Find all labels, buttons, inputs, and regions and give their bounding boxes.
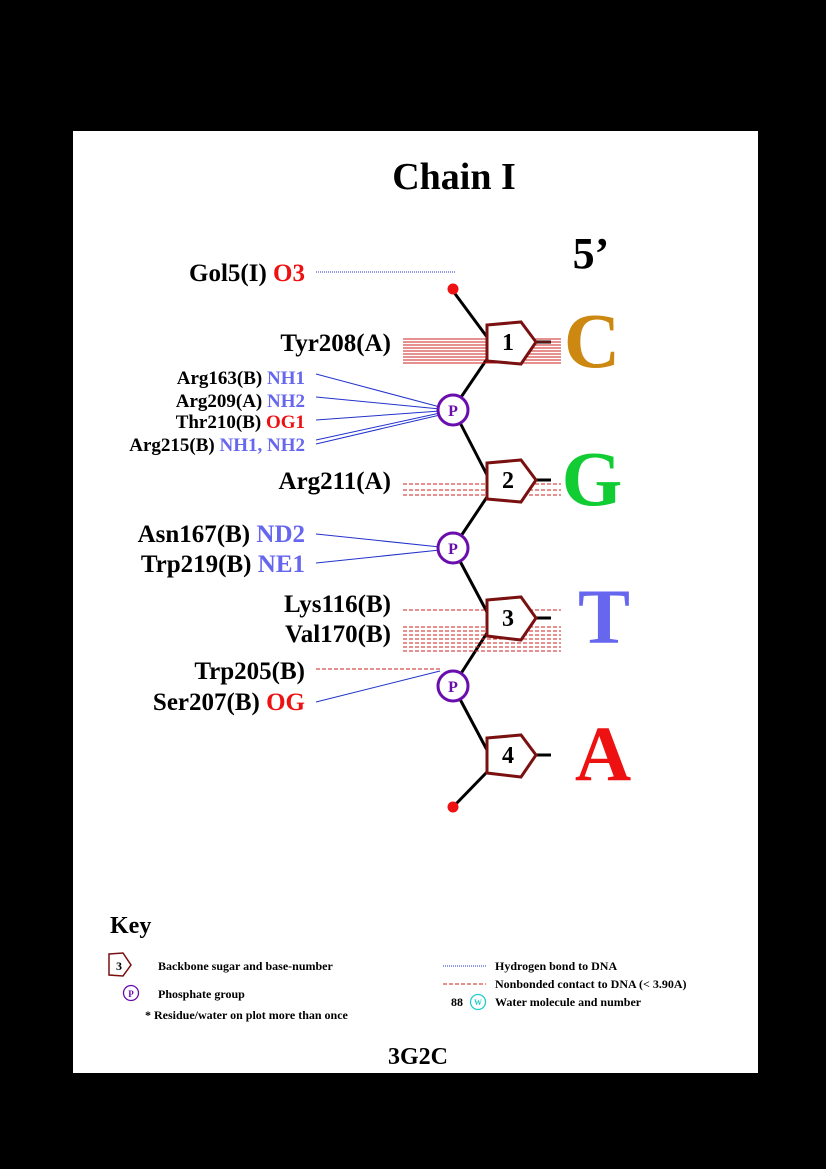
- base-letter: G: [562, 435, 623, 522]
- base-number: 2: [502, 468, 514, 494]
- phosphate-2: P: [436, 531, 470, 565]
- atom-name: ND2: [256, 521, 305, 548]
- atom-name: NH2: [267, 391, 305, 412]
- phosphate-3: P: [436, 669, 470, 703]
- atom-name: O3: [273, 260, 305, 287]
- base-letter: A: [575, 710, 631, 797]
- residue-label-val170: Val170(B): [285, 621, 391, 648]
- chain-title: Chain I: [392, 156, 516, 198]
- atom-name: OG: [266, 689, 305, 716]
- residue-label-lys116: Lys116(B): [284, 591, 391, 618]
- key-legend: Key 3 Backbone sugar and base-number P P…: [108, 913, 687, 1022]
- residue-label-ser207: Ser207(B) OG: [153, 689, 305, 716]
- key-water-symbol: W: [474, 998, 482, 1007]
- residue-label-arg215: Arg215(B) NH1, NH2: [129, 435, 305, 456]
- atom-name: NH1: [267, 368, 305, 389]
- phosphate-1: P: [436, 393, 470, 427]
- residue-label-tyr208: Tyr208(A): [280, 330, 391, 357]
- phosphate-label: P: [448, 679, 458, 696]
- key-nonbonded-label: Nonbonded contact to DNA (< 3.90A): [495, 977, 687, 991]
- diagram-panel: Chain I 5’: [73, 131, 758, 1073]
- base-number: 3: [502, 606, 514, 632]
- base-letter: T: [578, 573, 630, 660]
- atom-name: OG1: [266, 412, 305, 433]
- sugar-pentagon-icon: [485, 595, 538, 642]
- residue-label-trp219: Trp219(B) NE1: [141, 551, 305, 578]
- residue-name: Arg215(B): [129, 435, 214, 456]
- phosphate-label: P: [448, 541, 458, 558]
- nucleotide-3: 3 T: [485, 573, 630, 660]
- base-number: 1: [502, 330, 514, 356]
- dna-contact-diagram: Chain I 5’: [108, 156, 687, 1070]
- phosphate-icon: [436, 531, 470, 565]
- key-phosphate-symbol: P: [128, 989, 134, 999]
- phosphate-label: P: [448, 403, 458, 420]
- residue-name: Asn167(B): [138, 521, 251, 548]
- hbond-lines: [315, 271, 455, 703]
- sugar-pentagon-icon: [485, 320, 538, 366]
- nucleotide-1: 1 C: [485, 297, 620, 384]
- key-water-label: Water molecule and number: [495, 995, 642, 1009]
- residue-label-arg209: Arg209(A) NH2: [176, 391, 305, 412]
- nucleotide-2: 2 G: [485, 435, 623, 522]
- five-prime-label: 5’: [573, 229, 610, 278]
- residue-label-arg211: Arg211(A): [279, 468, 391, 495]
- base-letter: C: [564, 297, 620, 384]
- key-repeat-note: * Residue/water on plot more than once: [145, 1008, 349, 1022]
- residue-label-asn167: Asn167(B) ND2: [138, 521, 305, 548]
- residue-name: Arg163(B): [177, 368, 262, 389]
- atom-name: NH1, NH2: [220, 435, 306, 456]
- key-sugar-label: Backbone sugar and base-number: [158, 959, 333, 973]
- residue-labels: Gol5(I) O3 Tyr208(A) Arg163(B) NH1 Arg20…: [129, 260, 391, 716]
- key-water-number: 88: [451, 995, 463, 1009]
- residue-name: Gol5(I): [189, 260, 267, 287]
- key-hbond-label: Hydrogen bond to DNA: [495, 959, 617, 973]
- residue-name: Arg209(A): [176, 391, 263, 412]
- sugar-key-icon: [108, 952, 132, 977]
- residue-label-thr210: Thr210(B) OG1: [176, 412, 305, 433]
- phosphate-key-icon: [122, 984, 140, 1002]
- phosphate-icon: [436, 669, 470, 703]
- residue-name: Trp219(B): [141, 551, 252, 578]
- sugar-pentagon-icon: [485, 458, 538, 504]
- residue-name: Ser207(B): [153, 689, 260, 716]
- atom-name: NE1: [258, 551, 305, 578]
- key-phosphate-label: Phosphate group: [158, 987, 245, 1001]
- five-prime-terminal-dot: [447, 283, 459, 295]
- base-number: 4: [502, 743, 514, 769]
- pdb-id: 3G2C: [388, 1044, 448, 1070]
- key-sugar-number: 3: [116, 959, 122, 973]
- residue-label-arg163: Arg163(B) NH1: [177, 368, 305, 389]
- sugar-pentagon-icon: [485, 733, 538, 779]
- key-title: Key: [110, 913, 151, 939]
- residue-name: Thr210(B): [176, 412, 262, 433]
- residue-label-gol5: Gol5(I) O3: [189, 260, 305, 287]
- three-prime-terminal-dot: [447, 801, 459, 813]
- nucleotide-4: 4 A: [485, 710, 631, 797]
- phosphate-icon: [436, 393, 470, 427]
- residue-label-trp205: Trp205(B): [194, 658, 305, 685]
- water-icon: [469, 993, 487, 1011]
